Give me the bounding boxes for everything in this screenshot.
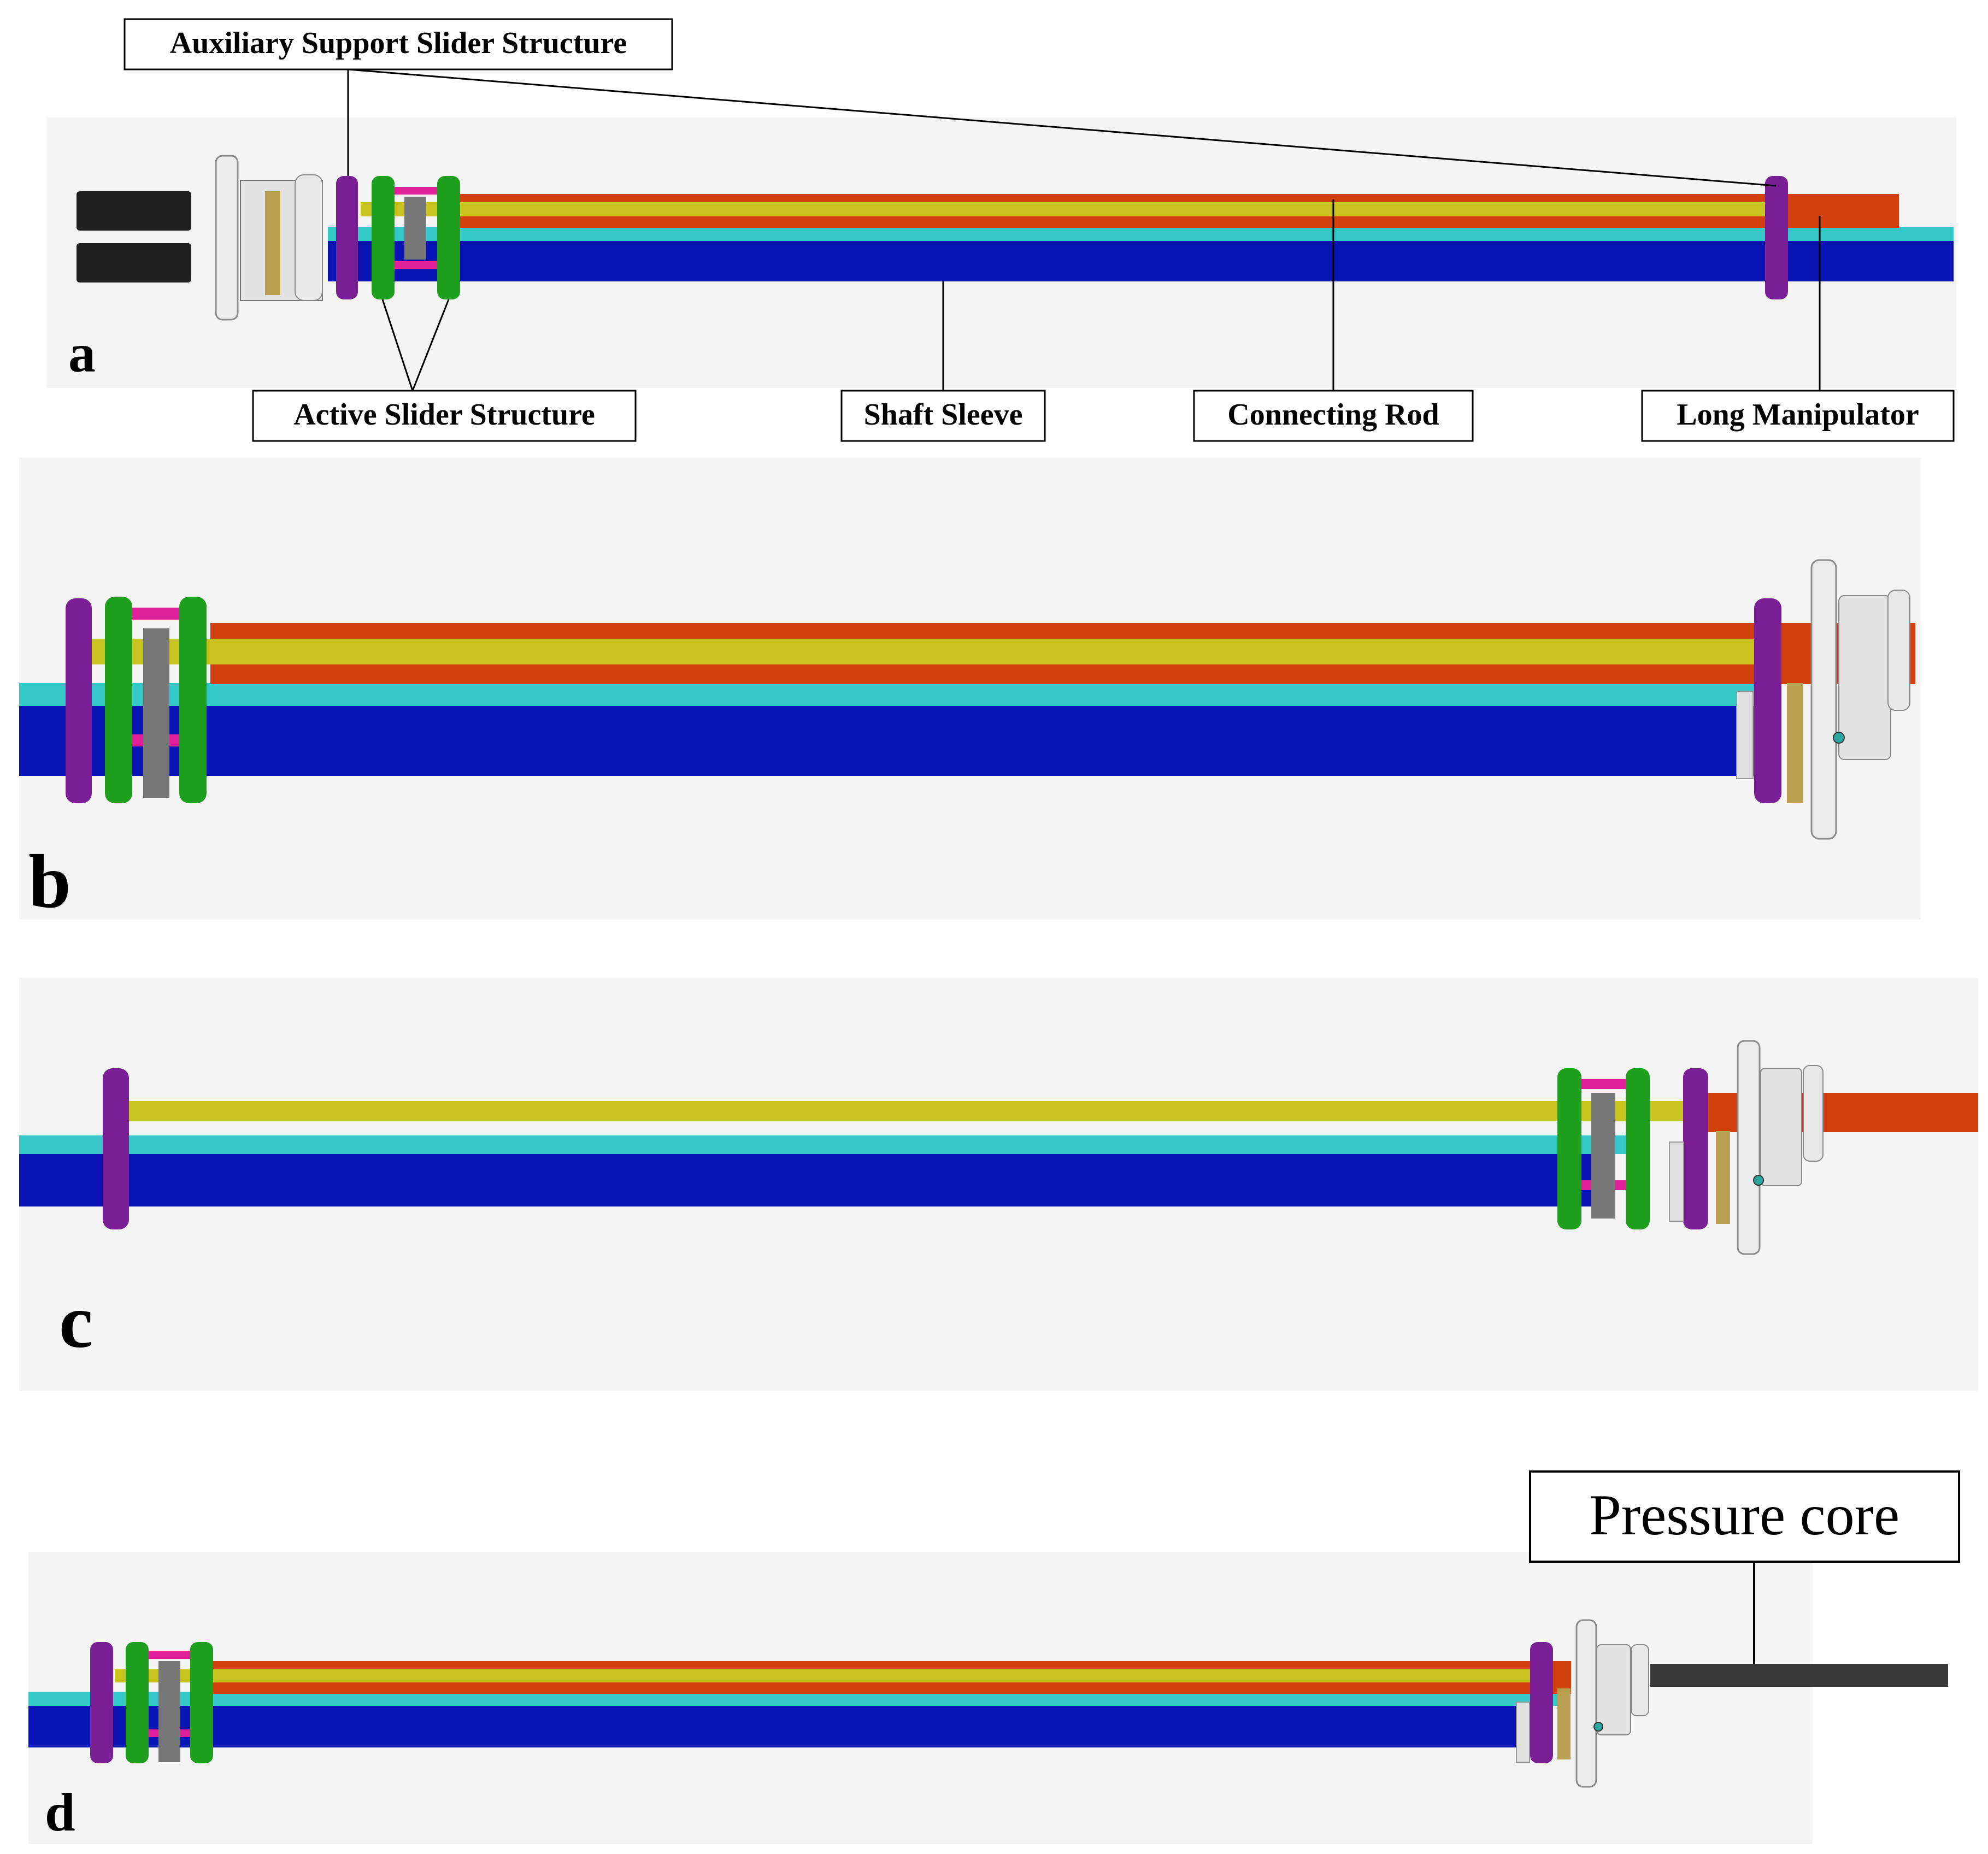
connecting-rod-yellow-a — [361, 202, 1781, 216]
panel-a — [46, 117, 1956, 388]
label-box-pressure-core — [1529, 1470, 1960, 1563]
gear-housing-b — [1838, 595, 1891, 760]
pulley-c — [1803, 1065, 1824, 1162]
active-slider-a-2 — [437, 176, 460, 299]
motor-mount-b — [1736, 691, 1754, 779]
shaft-sleeve-b — [19, 705, 1762, 776]
motor-upper — [77, 191, 191, 231]
panel-d: d — [28, 1552, 1948, 1844]
pulley-d — [1631, 1644, 1649, 1716]
gear-teeth-b — [1787, 683, 1803, 803]
motor-mount-c — [1669, 1141, 1684, 1222]
cyan-rail-c — [19, 1135, 1648, 1154]
active-gear-d — [158, 1661, 180, 1762]
auxiliary-slider-b-left — [66, 598, 92, 803]
shaft-sleeve-a — [328, 240, 1954, 281]
connecting-rod-yellow-d — [115, 1669, 1546, 1682]
panel-letter-d: d — [45, 1782, 75, 1843]
label-pressure-core: Pressure core — [1589, 1483, 1899, 1547]
leader-active-2 — [411, 299, 450, 391]
drive-flange-c — [1737, 1040, 1761, 1255]
gear-housing-d — [1596, 1644, 1631, 1735]
label-auxiliary: Auxiliary Support Slider Structure — [170, 26, 627, 60]
bolt-b — [1833, 732, 1845, 744]
label-active: Active Slider Structure — [293, 398, 595, 432]
panel-letter-b: b — [28, 839, 71, 924]
active-gear-a — [404, 197, 426, 260]
active-slider-c-1 — [1557, 1068, 1581, 1229]
auxiliary-slider-a-right — [1765, 176, 1788, 299]
panel-c: c — [19, 978, 1978, 1391]
auxiliary-slider-c-right — [1683, 1068, 1708, 1229]
gear-teeth-c — [1716, 1131, 1730, 1224]
active-link-a-bottom — [385, 261, 451, 269]
auxiliary-slider-c-left — [103, 1068, 129, 1229]
drive-flange-b — [1810, 559, 1837, 840]
connecting-rod-yellow-b — [82, 639, 1760, 664]
auxiliary-slider-d-left — [90, 1642, 113, 1763]
active-link-a-top — [385, 187, 451, 195]
pulley-a — [295, 174, 323, 301]
label-box-shaft-sleeve — [840, 390, 1046, 442]
active-gear-b — [143, 628, 169, 798]
label-box-connecting-rod — [1193, 390, 1474, 442]
cyan-rail-d — [28, 1692, 1558, 1706]
annotations-a: Auxiliary Support Slider Structure Activ… — [68, 18, 1955, 442]
panel-b: b — [19, 458, 1921, 924]
active-slider-c-2 — [1626, 1068, 1650, 1229]
gear-teeth-d — [1557, 1688, 1571, 1759]
active-slider-a-1 — [372, 176, 395, 299]
leader-active-1 — [381, 299, 414, 391]
label-box-active — [252, 390, 637, 442]
connecting-rod-red-c — [1683, 1093, 1978, 1132]
pressure-core-d — [1650, 1664, 1948, 1687]
active-slider-d-1 — [126, 1642, 149, 1763]
label-long-manipulator: Long Manipulator — [1677, 398, 1919, 432]
drive-flange-a — [215, 155, 239, 321]
motor-mount-d — [1516, 1702, 1530, 1763]
label-box-long-manipulator — [1641, 390, 1955, 442]
auxiliary-slider-b-right — [1754, 598, 1781, 803]
motor-lower — [77, 243, 191, 282]
active-slider-b-1 — [105, 597, 132, 803]
panel-letter-c: c — [59, 1279, 93, 1364]
leader-auxiliary-right — [348, 68, 1777, 187]
pulley-b — [1887, 590, 1910, 711]
auxiliary-slider-d-right — [1530, 1642, 1553, 1763]
active-slider-b-2 — [179, 597, 207, 803]
active-link-c-top — [1577, 1079, 1639, 1089]
active-gear-c — [1591, 1093, 1615, 1219]
drive-flange-d — [1575, 1619, 1597, 1788]
label-box-auxiliary — [123, 18, 673, 70]
cyan-rail-b — [19, 683, 1762, 706]
bolt-d — [1593, 1722, 1603, 1732]
cyan-rail-a — [328, 227, 1954, 241]
gear-housing-c — [1760, 1068, 1802, 1186]
gear-teeth-a — [265, 191, 280, 295]
shaft-sleeve-c — [19, 1153, 1615, 1206]
label-connecting-rod: Connecting Rod — [1227, 398, 1439, 432]
auxiliary-slider-a-left — [336, 176, 358, 299]
bolt-c — [1753, 1175, 1764, 1186]
connecting-rod-yellow-c — [126, 1101, 1694, 1121]
annotations-d: Pressure core — [1529, 1470, 1960, 1664]
active-slider-d-2 — [190, 1642, 213, 1763]
shaft-sleeve-d — [28, 1705, 1542, 1747]
panel-letter-a: a — [68, 323, 96, 384]
label-shaft-sleeve: Shaft Sleeve — [864, 398, 1023, 432]
